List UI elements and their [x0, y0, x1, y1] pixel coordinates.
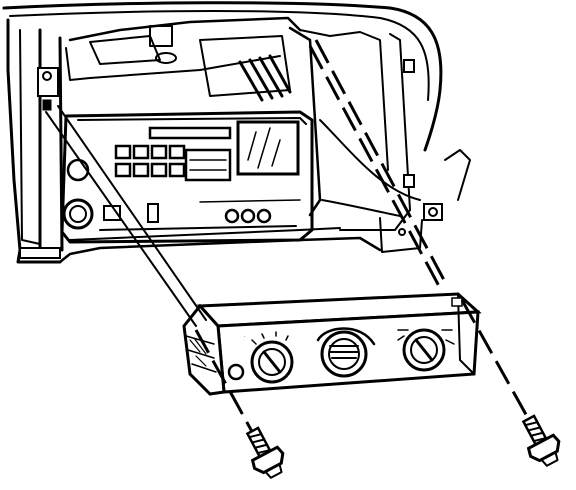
cassette-slot: [148, 126, 232, 140]
housing-ribs: [238, 54, 292, 102]
radio-display: [236, 120, 300, 176]
right-screw-path-upper: [308, 45, 442, 289]
fan-speed-knob: ·: [244, 331, 294, 384]
radio-unit: [60, 110, 314, 244]
right-mounting-screw: [521, 414, 561, 467]
temperature-knob: [316, 327, 376, 378]
radio-round-buttons: [224, 208, 272, 224]
svg-text:·: ·: [244, 334, 246, 340]
left-mounting-bracket: [37, 67, 59, 111]
screw-icon: [245, 414, 561, 479]
blower-switch: [227, 363, 245, 381]
right-screw-path-lower: [460, 299, 540, 437]
right-mounting-bracket: [379, 203, 443, 253]
climate-control-panel: ·: [182, 292, 482, 396]
band-switch: [184, 148, 232, 182]
mode-knob: [397, 328, 455, 372]
left-mounting-screw: [245, 426, 285, 479]
volume-knob: [62, 198, 94, 230]
preset-buttons: [114, 144, 186, 178]
